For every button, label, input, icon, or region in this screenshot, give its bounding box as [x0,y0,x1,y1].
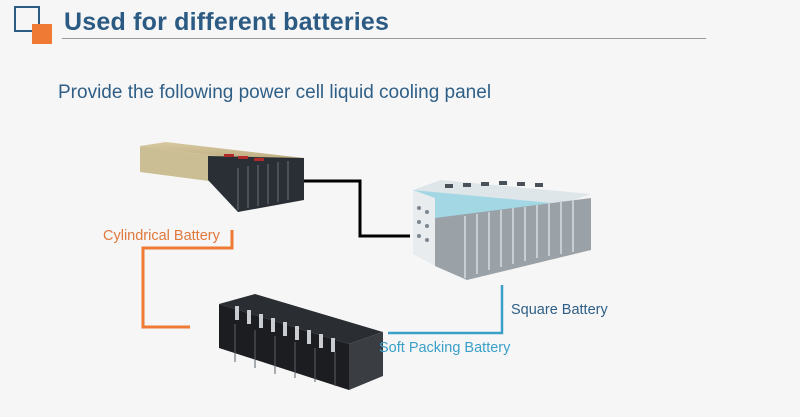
soft-packing-battery-label: Soft Packing Battery [379,340,511,356]
black-connector [304,179,410,238]
cylindrical-battery-label: Cylindrical Battery [103,228,220,244]
cylindrical-battery-image [140,142,304,212]
header-divider [62,38,706,39]
orange-connector [141,230,234,329]
square-battery-image [413,180,591,280]
header-logo-icon [14,6,54,44]
square-battery-label: Square Battery [511,302,608,318]
cyan-connector [388,285,504,335]
subtitle: Provide the following power cell liquid … [58,82,492,103]
page-title: Used for different batteries [64,8,390,36]
soft-packing-battery-image [219,294,383,390]
